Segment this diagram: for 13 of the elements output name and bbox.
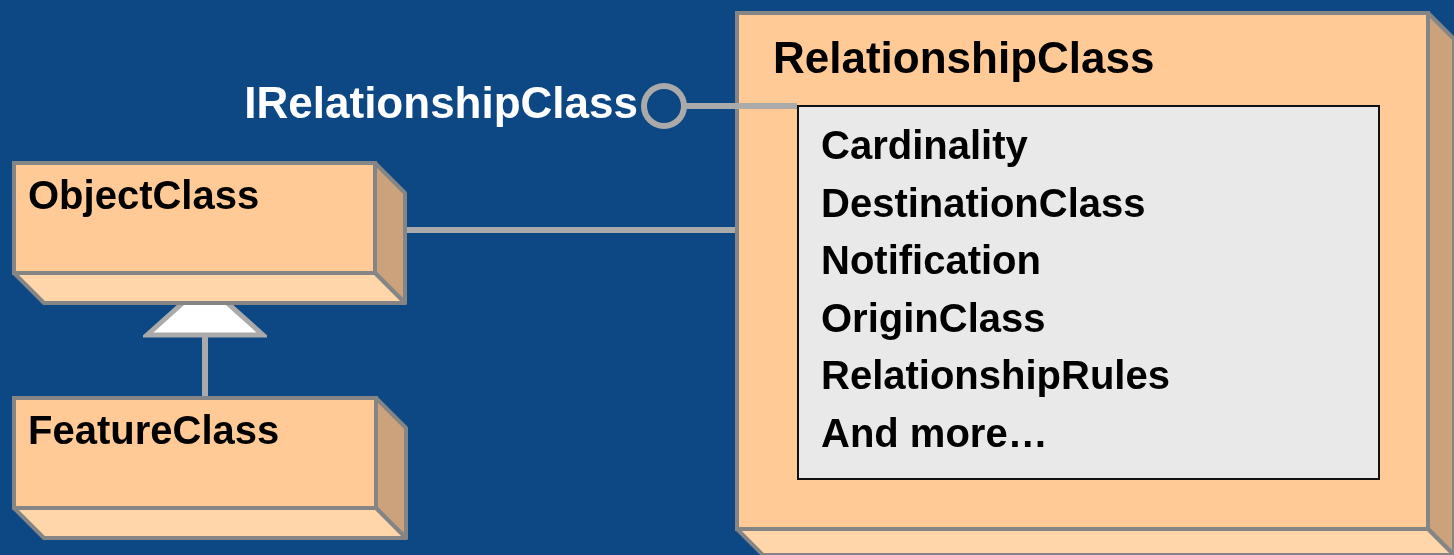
property-name: Cardinality xyxy=(821,123,1028,168)
property-name: And more… xyxy=(821,410,1048,456)
property-list-box xyxy=(797,105,1380,480)
association-line xyxy=(405,227,735,233)
property-name: Notification xyxy=(821,238,1041,283)
interface-connector xyxy=(641,83,797,129)
property-name: RelationshipRules xyxy=(821,353,1170,398)
class-name: ObjectClass xyxy=(28,173,260,218)
interface-name: IRelationshipClass xyxy=(244,78,638,128)
property-name: OriginClass xyxy=(821,295,1046,341)
class-name: RelationshipClass xyxy=(773,33,1155,83)
class-name: FeatureClass xyxy=(28,408,280,453)
property-name: DestinationClass xyxy=(821,180,1146,226)
